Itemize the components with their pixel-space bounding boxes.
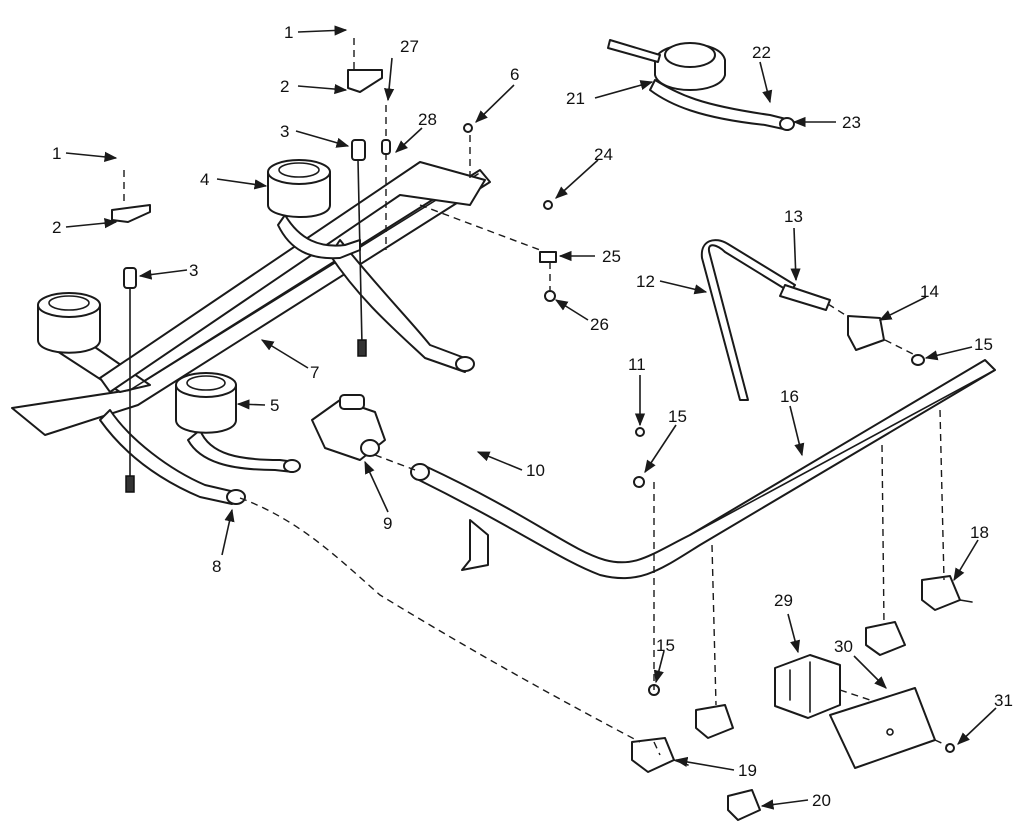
- callout-12: 12: [636, 272, 655, 291]
- callout-10: 10: [526, 461, 545, 480]
- burner-head-4: [267, 159, 331, 218]
- assembly-lines: [239, 135, 949, 756]
- pilot-tube: [700, 239, 925, 401]
- callout-9: 9: [383, 514, 392, 533]
- callout-28: 28: [418, 110, 437, 129]
- callout-27: 27: [400, 37, 419, 56]
- callout-7: 7: [310, 363, 319, 382]
- callout-19: 19: [738, 761, 757, 780]
- callout-18: 18: [970, 523, 989, 542]
- pressure-regulator: [311, 394, 386, 461]
- left-mount-hardware: [111, 170, 151, 493]
- callout-1-left: 1: [52, 144, 61, 163]
- valve-lower-middle: [695, 704, 734, 739]
- callout-13: 13: [784, 207, 803, 226]
- thermostat-assembly: [607, 39, 795, 131]
- callout-1-top: 1: [284, 23, 293, 42]
- knob-20: [727, 789, 761, 821]
- callout-3-left: 3: [189, 261, 198, 280]
- callout-5: 5: [270, 396, 279, 415]
- callout-2-top: 2: [280, 77, 289, 96]
- callout-16: 16: [780, 387, 799, 406]
- callout-15-right: 15: [974, 335, 993, 354]
- right-mount-hardware: [347, 38, 391, 357]
- small-hardware-set: [463, 123, 660, 696]
- callout-leaders: [65, 25, 997, 810]
- callout-labels: 1 2 3 4 1 2 3 5 7 8 9 10 11 15 27 28 6 2…: [52, 23, 1013, 810]
- callout-14: 14: [920, 282, 939, 301]
- switch-29: [774, 654, 841, 719]
- callout-15-lower: 15: [656, 636, 675, 655]
- valve-18: [921, 575, 973, 611]
- valve-upper-middle: [865, 621, 906, 656]
- burner-head-5: [175, 372, 237, 434]
- callout-25: 25: [602, 247, 621, 266]
- callout-20: 20: [812, 791, 831, 810]
- burner-tubes: [99, 214, 475, 505]
- callout-22: 22: [752, 43, 771, 62]
- callout-30: 30: [834, 637, 853, 656]
- callout-6: 6: [510, 65, 519, 84]
- cover-30: [829, 687, 936, 769]
- callout-8: 8: [212, 557, 221, 576]
- callout-15-middle: 15: [668, 407, 687, 426]
- manifold-pipe: [410, 359, 996, 580]
- callout-23: 23: [842, 113, 861, 132]
- callout-31: 31: [994, 691, 1013, 710]
- burner-head-left: [37, 292, 101, 354]
- callout-21: 21: [566, 89, 585, 108]
- callout-26: 26: [590, 315, 609, 334]
- callout-2-left: 2: [52, 218, 61, 237]
- callout-24: 24: [594, 145, 613, 164]
- callout-29: 29: [774, 591, 793, 610]
- callout-11: 11: [628, 355, 646, 374]
- callout-3-top: 3: [280, 122, 289, 141]
- callout-4: 4: [200, 170, 209, 189]
